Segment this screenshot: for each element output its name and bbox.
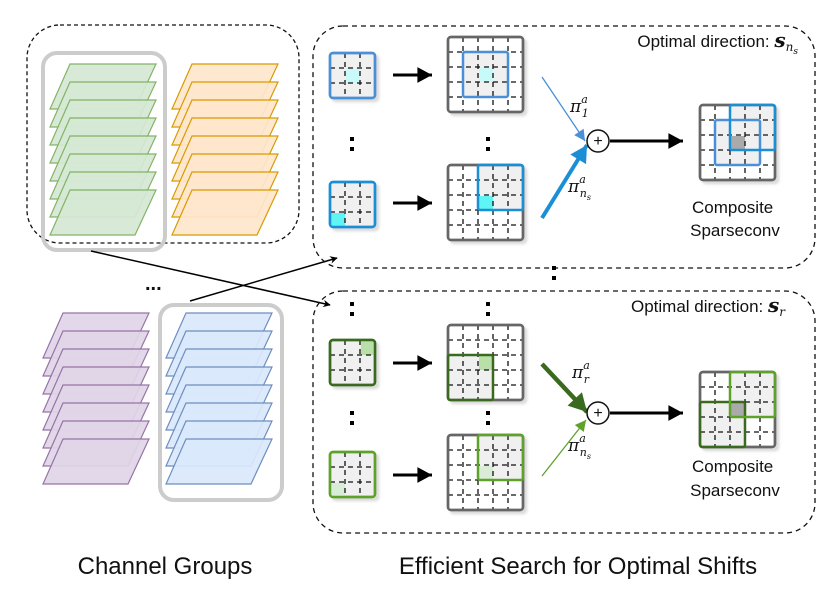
top-kernel-n-border bbox=[328, 180, 377, 229]
channel-stack-orange bbox=[171, 63, 279, 236]
channel-layer-purple bbox=[42, 438, 150, 485]
top-kernel-1-border bbox=[328, 51, 377, 100]
top-sum-node-circle bbox=[586, 129, 610, 153]
bottom-sum-node-circle bbox=[586, 401, 610, 425]
bottom-weight-arrow-r-head bbox=[567, 392, 587, 412]
bottom-vertical-dots-right bbox=[486, 421, 490, 425]
bottom-vertical-dots-top-left bbox=[350, 312, 354, 316]
bottom-output-label: Composite Sparseconv bbox=[690, 457, 780, 500]
bottom-direction-label: Optimal direction: sr bbox=[631, 293, 786, 319]
channel-stack-blue bbox=[165, 312, 273, 485]
bottom-kernel-n bbox=[328, 450, 377, 499]
bottom-kernel-n-border bbox=[328, 450, 377, 499]
bottom-search-panel-outline bbox=[312, 290, 816, 534]
bottom-output-arrow-head bbox=[668, 405, 683, 421]
channel-groups-ellipsis: ... bbox=[145, 273, 162, 295]
top-vertical-dots-left bbox=[350, 147, 354, 151]
bottom-vertical-dots-left bbox=[350, 411, 354, 415]
selected-group-frame-green bbox=[41, 51, 167, 252]
top-shifted-grid-1-highlight-cell bbox=[479, 68, 493, 82]
bottom-shifted-grid-1-highlight-cell bbox=[479, 356, 493, 370]
top-shift-arrow-1-head bbox=[417, 67, 432, 83]
panel-vertical-ellipsis bbox=[552, 266, 556, 280]
channel-stack-purple bbox=[42, 312, 150, 485]
bottom-shifted-grid-n-window-border bbox=[476, 433, 525, 482]
channel-stack-green bbox=[49, 63, 157, 236]
top-composite-grid-center-cell bbox=[731, 136, 745, 150]
top-kernel-1-highlight-cell bbox=[346, 69, 360, 83]
bottom-vertical-dots-right bbox=[486, 411, 490, 415]
search-caption: Efficient Search for Optimal Shifts bbox=[399, 553, 757, 580]
channel-layer-blue bbox=[165, 438, 273, 485]
bottom-vertical-dots-left bbox=[350, 421, 354, 425]
top-shifted-grid-n-highlight-cell bbox=[479, 196, 493, 210]
top-weight-arrow-n-head bbox=[570, 145, 587, 165]
top-kernel-1 bbox=[328, 51, 377, 100]
bottom-weight-arrow-n-head bbox=[574, 420, 586, 433]
channel-layer-green bbox=[49, 189, 157, 236]
bottom-composite-grid-window-border bbox=[728, 370, 777, 419]
bottom-vertical-dots-top-left bbox=[350, 302, 354, 306]
bottom-shift-arrow-1-head bbox=[417, 355, 432, 371]
top-composite-grid-window-border bbox=[713, 118, 762, 167]
bottom-composite-grid bbox=[698, 370, 777, 449]
bottom-kernel-1-highlight-cell bbox=[361, 341, 375, 355]
top-weight-arrow-1-head bbox=[574, 128, 585, 141]
bottom-kernel-1 bbox=[328, 338, 377, 387]
top-vertical-dots-left bbox=[350, 137, 354, 141]
top-shifted-grid-n bbox=[446, 163, 525, 242]
bottom-kernel-1-border bbox=[328, 338, 377, 387]
arrow-green-to-bottom-panel bbox=[90, 250, 331, 308]
bottom-shifted-grid-n bbox=[446, 433, 525, 512]
bottom-shift-arrow-n-head bbox=[417, 467, 432, 483]
bottom-shifted-grid-n-highlight-cell bbox=[479, 466, 493, 480]
top-kernel-n bbox=[328, 180, 377, 229]
top-vertical-dots-right bbox=[486, 137, 490, 141]
channel-layer-orange bbox=[171, 189, 279, 236]
top-weight-arrow-1-shaft bbox=[541, 76, 586, 142]
top-shifted-grid-n-window-border bbox=[476, 163, 525, 212]
bottom-sum-node-symbol: + bbox=[593, 405, 602, 422]
bottom-shifted-grid-1-window-border bbox=[446, 353, 495, 402]
top-sum-node-symbol: + bbox=[593, 133, 602, 150]
top-direction-label: Optimal direction: sns bbox=[637, 28, 798, 57]
bottom-vertical-dots-top-right bbox=[486, 312, 490, 316]
top-composite-grid bbox=[698, 103, 777, 182]
bottom-kernel-n-highlight-cell bbox=[331, 483, 345, 497]
selected-group-frame-blue bbox=[158, 303, 284, 502]
top-vertical-dots-right bbox=[486, 147, 490, 151]
top-search-panel-outline bbox=[312, 25, 816, 269]
top-shifted-grid-1 bbox=[446, 35, 525, 114]
arrow-blue-to-top-panel bbox=[189, 256, 338, 302]
bottom-weight-arrow-n-shaft bbox=[541, 419, 587, 477]
bottom-composite-grid-center-cell bbox=[731, 403, 745, 417]
top-shifted-grid-1-window-border bbox=[461, 50, 510, 99]
top-shifted-grid-1-outer-border bbox=[446, 35, 525, 114]
top-output-arrow-head bbox=[668, 133, 683, 149]
bottom-composite-grid-window-border bbox=[698, 400, 747, 449]
bottom-vertical-dots-top-right bbox=[486, 302, 490, 306]
channel-groups-caption: Channel Groups bbox=[78, 553, 253, 580]
top-shift-arrow-n-head bbox=[417, 195, 432, 211]
top-kernel-n-highlight-cell bbox=[331, 213, 345, 227]
top-output-label: Composite Sparseconv bbox=[690, 198, 780, 240]
top-composite-grid-window-border bbox=[728, 103, 777, 152]
bottom-shifted-grid-1 bbox=[446, 323, 525, 402]
